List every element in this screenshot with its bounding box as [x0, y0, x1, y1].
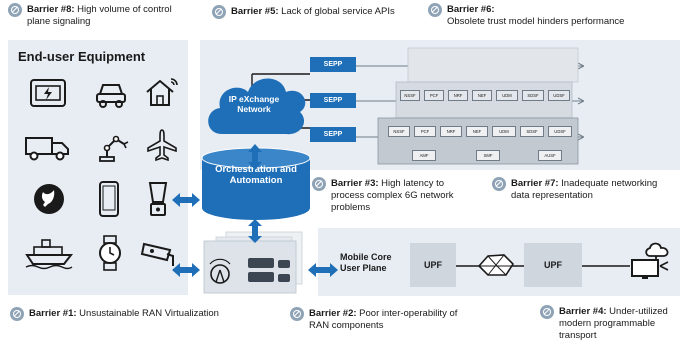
barrier-2-text: Poor inter-operability of RAN components — [309, 308, 458, 331]
barrier-icon — [428, 3, 442, 17]
barrier-icon — [312, 177, 326, 191]
barrier-4-text: Under-utilized modern programmable trans… — [559, 306, 668, 341]
sepp-1: SEPP — [310, 57, 356, 72]
nf-pcf-mid: PCF — [424, 90, 444, 101]
barrier-7: Barrier #7: Inadequate networking data r… — [492, 177, 672, 202]
barrier-1-label: Barrier #1: — [29, 308, 77, 319]
programmable-switch-icon — [477, 254, 515, 276]
nf-sdsf: SDSF — [520, 126, 544, 137]
cloud-label: IP eXchange Network — [228, 94, 280, 114]
barrier-6-text: Obsolete trust model hinders performance — [447, 16, 625, 27]
nf-pcf: PCF — [414, 126, 436, 137]
barrier-6: Barrier #6:Obsolete trust model hinders … — [428, 3, 658, 28]
barrier-icon — [492, 177, 506, 191]
barrier-6-label: Barrier #6: — [447, 4, 495, 15]
nf-nef-mid: NEF — [472, 90, 492, 101]
smartphone-icon — [99, 181, 119, 217]
car-icon — [96, 84, 126, 108]
nf-udsf: UDSF — [548, 126, 572, 137]
barrier-8-text: High volume of control plane signaling — [27, 4, 172, 27]
ship-icon — [25, 239, 74, 270]
smart-home-icon — [146, 78, 178, 106]
barrier-8: Barrier #8: High volume of control plane… — [8, 3, 188, 28]
camera-icon — [140, 242, 174, 266]
barrier-1: Barrier #1: Unsustainable RAN Virtualiza… — [10, 307, 270, 321]
barrier-3-text: High latency to process complex 6G netwo… — [331, 178, 454, 213]
sepp-3: SEPP — [310, 127, 356, 142]
barrier-5: Barrier #5: Lack of global service APIs — [212, 5, 412, 19]
ran-components — [203, 231, 303, 294]
barrier-icon — [8, 3, 22, 17]
barrier-7-label: Barrier #7: — [511, 178, 559, 189]
robot-arm-icon — [99, 135, 129, 162]
barrier-icon — [212, 5, 226, 19]
nf-nssf: NSSF — [388, 126, 410, 137]
nf-sdsf-mid: SDSF — [522, 90, 544, 101]
barrier-4: Barrier #4: Under-utilized modern progra… — [540, 305, 680, 342]
barrier-icon — [290, 307, 304, 321]
barrier-5-text: Lack of global service APIs — [281, 6, 395, 17]
barrier-4-label: Barrier #4: — [559, 306, 607, 317]
upf-2: UPF — [524, 243, 582, 287]
battery-icon — [30, 79, 66, 107]
barrier-3-label: Barrier #3: — [331, 178, 379, 189]
equipment-title: End-user Equipment — [18, 49, 146, 64]
nf-udsf-mid: UDSF — [548, 90, 570, 101]
barrier-2: Barrier #2: Poor inter-operability of RA… — [290, 307, 480, 332]
nf-nrf: NRF — [440, 126, 462, 137]
orchestration-label: Orchestration and Automation — [215, 164, 297, 186]
nf-nssf-mid: NSSF — [400, 90, 420, 101]
barrier-icon — [540, 305, 554, 319]
smartwatch-icon — [99, 235, 121, 271]
sepp-2: SEPP — [310, 93, 356, 108]
nf-smf: SMF — [476, 150, 500, 161]
nf-udm: UDM — [492, 126, 516, 137]
nf-ausf: AUSF — [538, 150, 562, 161]
barrier-7-text: Inadequate networking data representatio… — [511, 178, 658, 201]
barrier-1-text: Unsustainable RAN Virtualization — [79, 308, 219, 319]
core-label: Mobile Core User Plane — [340, 252, 392, 273]
truck-icon — [25, 137, 69, 161]
power-plug-icon — [34, 184, 64, 214]
ip-exchange-cloud — [208, 73, 310, 135]
barrier-3: Barrier #3: High latency to process comp… — [312, 177, 462, 214]
blender-icon — [148, 182, 168, 216]
barrier-icon — [10, 307, 24, 321]
nf-udm-mid: UDM — [496, 90, 518, 101]
barrier-2-label: Barrier #2: — [309, 308, 357, 319]
nf-amf: AMF — [412, 150, 436, 161]
upf-1: UPF — [410, 243, 456, 287]
nf-nrf-mid: NRF — [448, 90, 468, 101]
airplane-icon — [147, 129, 177, 162]
cloud-computer-icon — [631, 242, 669, 279]
nf-nef: NEF — [466, 126, 488, 137]
barrier-8-label: Barrier #8: — [27, 4, 75, 15]
barrier-5-label: Barrier #5: — [231, 6, 279, 17]
